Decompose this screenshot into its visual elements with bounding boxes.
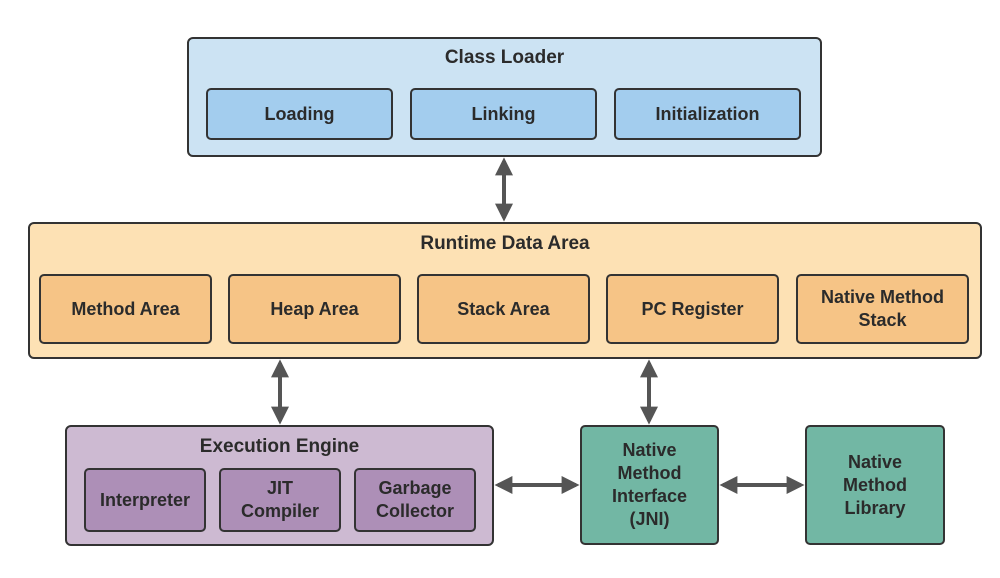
- loading-box: Loading: [206, 88, 393, 140]
- native-method-stack-box: Native Method Stack: [796, 274, 969, 344]
- jit-compiler-label: JIT Compiler: [240, 478, 319, 521]
- linking-box: Linking: [410, 88, 597, 140]
- heap-area-box: Heap Area: [228, 274, 401, 344]
- class-loader-group: Class Loader Loading Linking Initializat…: [187, 37, 822, 157]
- garbage-collector-box: Garbage Collector: [354, 468, 476, 532]
- linking-label: Linking: [471, 103, 536, 124]
- pc-register-box: PC Register: [606, 274, 779, 344]
- pc-register-label: PC Register: [641, 298, 744, 319]
- stack-area-box: Stack Area: [417, 274, 590, 344]
- interpreter-label: Interpreter: [99, 489, 191, 510]
- initialization-box: Initialization: [614, 88, 801, 140]
- native-method-interface-label: Native Method Interface (JNI): [611, 440, 688, 529]
- native-method-library-label: Native Method Library: [843, 451, 907, 518]
- native-method-interface-box: Native Method Interface (JNI): [580, 425, 719, 545]
- runtime-data-area-group: Runtime Data Area Method Area Heap Area …: [28, 222, 982, 359]
- garbage-collector-label: Garbage Collector: [375, 478, 454, 521]
- runtime-data-area-title: Runtime Data Area: [420, 233, 590, 254]
- execution-engine-group: Execution Engine Interpreter JIT Compile…: [65, 425, 494, 546]
- initialization-label: Initialization: [655, 103, 760, 124]
- method-area-box: Method Area: [39, 274, 212, 344]
- interpreter-box: Interpreter: [84, 468, 206, 532]
- stack-area-label: Stack Area: [457, 298, 550, 319]
- native-method-library-box: Native Method Library: [805, 425, 945, 545]
- method-area-label: Method Area: [71, 298, 180, 319]
- heap-area-label: Heap Area: [270, 298, 359, 319]
- class-loader-title: Class Loader: [444, 47, 565, 68]
- execution-engine-title: Execution Engine: [199, 436, 360, 457]
- loading-label: Loading: [264, 103, 335, 124]
- native-method-stack-label: Native Method Stack: [820, 287, 944, 330]
- jit-compiler-box: JIT Compiler: [219, 468, 341, 532]
